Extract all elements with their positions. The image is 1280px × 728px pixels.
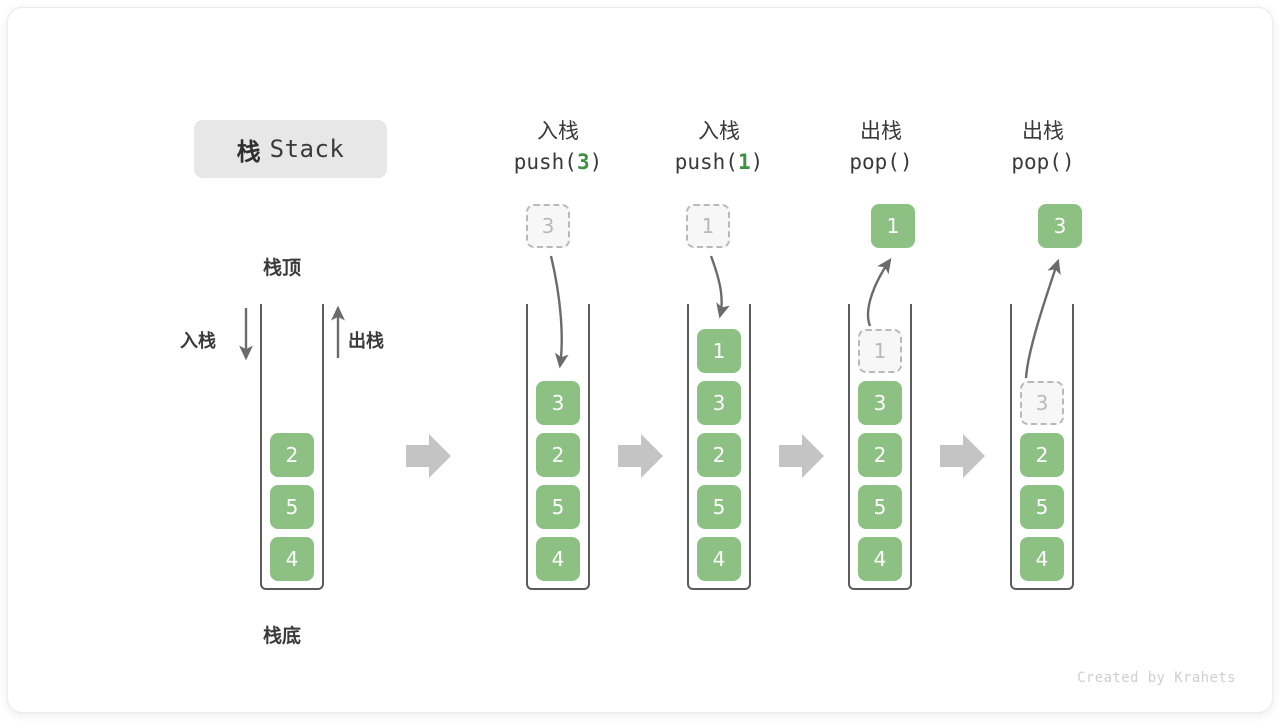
column-header-push-1: 入栈 push(1) [624, 116, 814, 178]
stack-ghost-slot: 3 [1020, 381, 1064, 425]
stack-cell: 4 [1020, 537, 1064, 581]
stack-bottom-label: 栈底 [263, 625, 302, 647]
stack-ghost-slot: 1 [858, 329, 902, 373]
stack-top-label: 栈顶 [263, 257, 302, 279]
column-header-pop-1: 出栈 pop() [786, 116, 976, 178]
transition-arrow [406, 434, 451, 478]
diagram-card: 栈 Stack 栈顶 栈底 入栈 出栈 2 5 4 入栈 push(3) 3 3… [8, 8, 1272, 712]
stack-container-1 [526, 304, 590, 590]
stack-cell: 5 [270, 485, 314, 529]
column-header-push-3: 入栈 push(3) [463, 116, 653, 178]
column-header-cn: 出栈 [1022, 119, 1064, 143]
stack-cell: 4 [858, 537, 902, 581]
stack-cell: 4 [697, 537, 741, 581]
stack-cell: 2 [1020, 433, 1064, 477]
transition-arrow [618, 434, 663, 478]
floating-ghost-cell: 3 [526, 204, 570, 248]
stack-container-4 [1010, 304, 1074, 590]
stack-cell: 3 [697, 381, 741, 425]
stack-container-3 [848, 304, 912, 590]
stack-container-0 [260, 304, 324, 590]
popped-value-cell: 1 [871, 204, 915, 248]
stack-cell: 2 [697, 433, 741, 477]
stack-cell: 5 [536, 485, 580, 529]
credit-text: Created by Krahets [1077, 670, 1236, 686]
column-header-cn: 出栈 [860, 119, 902, 143]
column-header-cn: 入栈 [537, 119, 579, 143]
stack-cell: 2 [858, 433, 902, 477]
column-header-fn: push(1) [674, 150, 764, 175]
stack-container-2 [687, 304, 751, 590]
title-en: Stack [269, 135, 345, 163]
popped-value-cell: 3 [1038, 204, 1082, 248]
column-header-pop-3: 出栈 pop() [948, 116, 1138, 178]
stack-cell: 1 [697, 329, 741, 373]
push-side-label: 入栈 [180, 331, 216, 352]
stack-cell: 5 [697, 485, 741, 529]
title-cn: 栈 [236, 137, 261, 166]
column-header-fn: pop() [1011, 150, 1075, 175]
stack-cell: 2 [536, 433, 580, 477]
stack-cell: 3 [536, 381, 580, 425]
fn-arg: 3 [576, 150, 590, 175]
pop-side-label: 出栈 [348, 331, 384, 352]
stack-cell: 2 [270, 433, 314, 477]
floating-ghost-cell: 1 [686, 204, 730, 248]
column-header-cn: 入栈 [698, 119, 740, 143]
title-chip: 栈 Stack [194, 120, 387, 178]
column-header-fn: pop() [849, 150, 913, 175]
transition-arrow [940, 434, 985, 478]
fn-arg: 1 [737, 150, 751, 175]
stack-cell: 4 [270, 537, 314, 581]
stack-cell: 5 [858, 485, 902, 529]
transition-arrow [779, 434, 824, 478]
column-header-fn: push(3) [513, 150, 603, 175]
stack-cell: 5 [1020, 485, 1064, 529]
stack-cell: 3 [858, 381, 902, 425]
stack-cell: 4 [536, 537, 580, 581]
